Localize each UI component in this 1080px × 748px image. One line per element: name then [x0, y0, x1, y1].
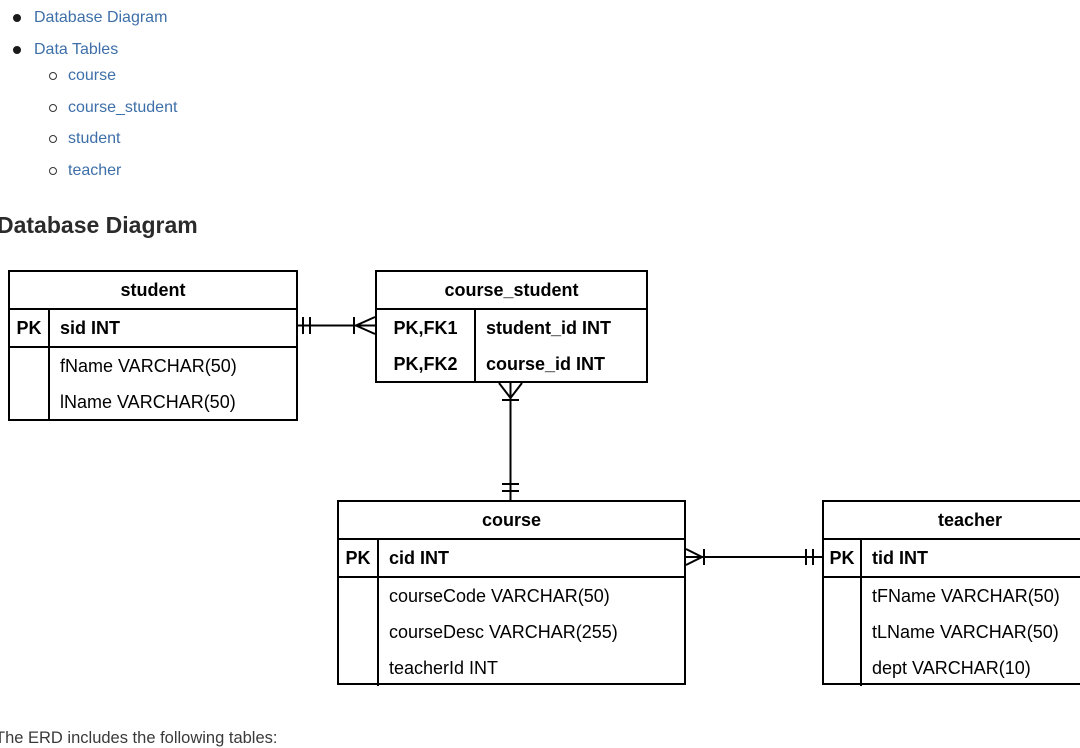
circle-bullet-icon — [49, 166, 57, 175]
erd-key-label — [824, 578, 862, 614]
toc-link-student[interactable]: student — [68, 130, 121, 147]
erd-table-student: student PK sid INT fName VARCHAR(50) lNa… — [8, 270, 298, 421]
toc-item-data-tables: Data Tables — [0, 34, 177, 66]
erd-attribute: teacherId INT — [389, 657, 499, 678]
toc-item-database-diagram: Database Diagram — [0, 2, 177, 34]
circle-bullet-icon — [49, 103, 57, 112]
erd-attribute: tid INT — [872, 547, 928, 568]
erd-table-teacher: teacher PK tid INT tFName VARCHAR(50) tL… — [822, 500, 1080, 686]
erd-key-label: PK,FK2 — [377, 346, 476, 382]
toc-link-course[interactable]: course — [68, 67, 117, 84]
erd-attribute: tLName VARCHAR(50) — [872, 621, 1059, 642]
erd-key-label — [339, 578, 379, 614]
toc-list: Database Diagram Data Tables course cour… — [0, 2, 177, 186]
erd-attribute: courseCode VARCHAR(50) — [389, 585, 610, 606]
erd-table-course: course PK cid INT courseCode VARCHAR(50)… — [337, 500, 686, 686]
erd-description-text: The ERD includes the following tables: — [0, 729, 278, 747]
toc-item-teacher: teacher — [0, 155, 177, 187]
page-heading: Database Diagram — [0, 212, 198, 238]
toc-link-database-diagram[interactable]: Database Diagram — [34, 9, 168, 26]
erd-key-label — [10, 384, 50, 420]
erd-key-label: PK — [10, 310, 50, 346]
circle-bullet-icon — [49, 135, 57, 143]
erd-key-label — [824, 614, 862, 650]
circle-bullet-icon — [49, 72, 57, 80]
connector-student-course-student — [298, 316, 376, 335]
erd-attribute: course_id INT — [486, 353, 606, 374]
erd-key-label — [824, 650, 862, 686]
erd-attribute: sid INT — [60, 317, 121, 338]
erd-attribute: lName VARCHAR(50) — [60, 391, 236, 412]
toc-item-course-student: course_student — [0, 92, 177, 124]
toc-sublist: course course_student student teacher — [0, 60, 177, 186]
erd-attribute: courseDesc VARCHAR(255) — [389, 621, 618, 642]
bullet-icon — [13, 46, 21, 54]
erd-attribute: cid INT — [389, 547, 450, 568]
erd-key-label — [339, 650, 379, 686]
bullet-icon — [13, 14, 21, 22]
toc-item-student: student — [0, 123, 177, 155]
erd-table-title: teacher — [824, 502, 1080, 540]
toc-link-teacher[interactable]: teacher — [68, 161, 122, 179]
erd-table-title: student — [10, 272, 296, 310]
toc-link-data-tables[interactable]: Data Tables — [34, 41, 119, 58]
erd-key-label: PK — [339, 540, 379, 576]
toc-link-course-student[interactable]: course_student — [68, 98, 178, 116]
erd-attribute: tFName VARCHAR(50) — [872, 585, 1060, 606]
erd-key-label — [10, 348, 50, 384]
erd-table-course-student: course_student PK,FK1 student_id INT PK,… — [375, 270, 648, 383]
erd-key-label — [339, 614, 379, 650]
erd-key-label: PK — [824, 540, 862, 576]
erd-attribute: fName VARCHAR(50) — [60, 355, 237, 376]
erd-attribute: student_id INT — [486, 317, 611, 338]
toc-item-course: course — [0, 60, 177, 92]
erd-key-label: PK,FK1 — [377, 310, 476, 346]
connector-course-student-course — [498, 382, 523, 500]
connector-course-teacher — [685, 548, 822, 566]
erd-table-title: course_student — [377, 272, 646, 310]
erd-table-title: course — [339, 502, 684, 540]
erd-attribute: dept VARCHAR(10) — [872, 657, 1031, 678]
